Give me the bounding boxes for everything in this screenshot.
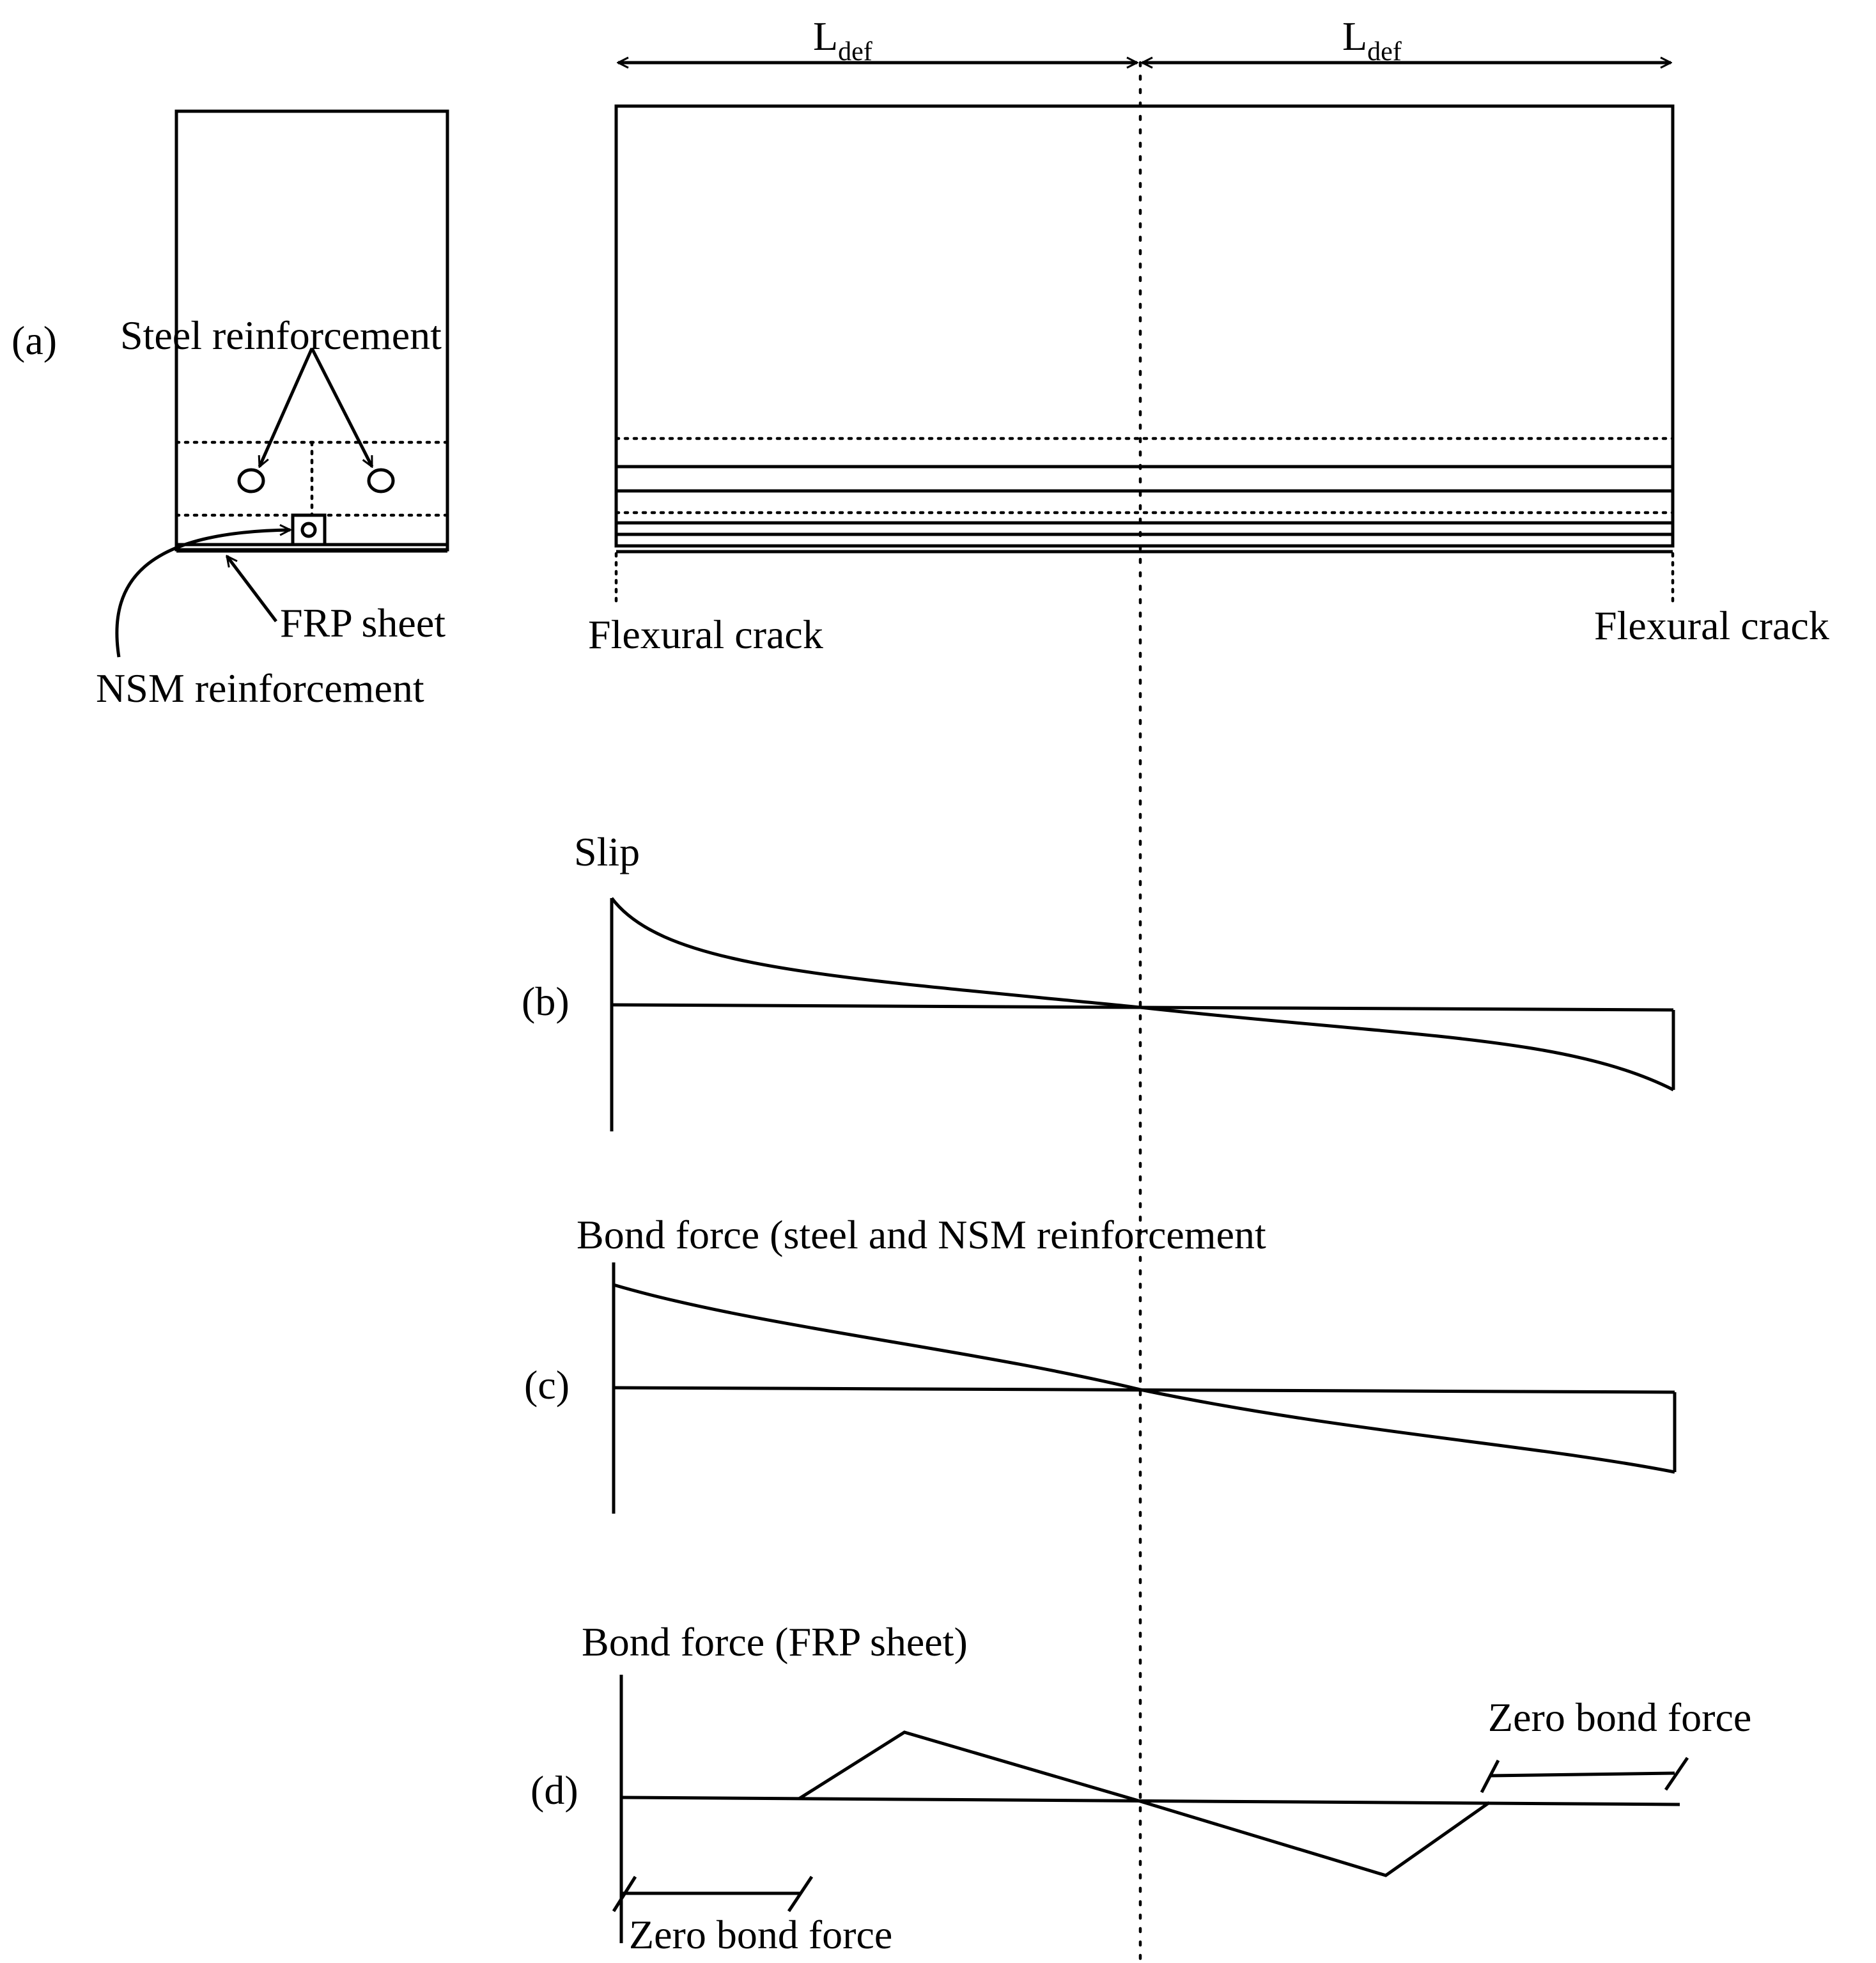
- nsm-groove: [291, 513, 327, 547]
- bond-c-curve-left: [613, 1283, 1141, 1392]
- bond-c-curve-right: [1140, 1388, 1675, 1474]
- label-nsm-reinforcement: NSM reinforcement: [96, 665, 424, 711]
- ldef-right-sub: def: [1367, 37, 1402, 66]
- bond-frp-diagram: [612, 1675, 1689, 1943]
- label-part-b: (b): [522, 979, 570, 1024]
- steel-arrow-right: [310, 347, 374, 467]
- nsm-arrow: [115, 530, 290, 658]
- zero-force-right-bar: [1489, 1771, 1675, 1778]
- label-steel-reinforcement: Steel reinforcement: [120, 313, 442, 358]
- label-zero-bond-left: Zero bond force: [629, 1912, 892, 1957]
- label-zero-bond-right: Zero bond force: [1488, 1695, 1751, 1740]
- steel-bar-left: [237, 468, 265, 493]
- zero-force-left-tick-a: [612, 1875, 637, 1913]
- frp-arrow: [227, 556, 277, 623]
- bond-d-profile: [798, 1730, 1491, 1877]
- label-part-c: (c): [524, 1362, 570, 1408]
- ldef-left-sub: def: [838, 37, 872, 66]
- label-bond-frp: Bond force (FRP sheet): [582, 1619, 968, 1664]
- label-ldef-left: Ldef: [813, 13, 872, 66]
- label-slip: Slip: [574, 829, 640, 874]
- zero-force-left-tick-b: [787, 1875, 814, 1913]
- nsm-bar: [300, 522, 317, 538]
- beam-outline: [614, 104, 1675, 548]
- label-bond-steel-nsm: Bond force (steel and NSM reinforcement: [577, 1212, 1266, 1257]
- slip-diagram: [610, 897, 1675, 1131]
- ldef-left-main: L: [813, 13, 838, 59]
- label-flexural-crack-left: Flexural crack: [588, 612, 823, 657]
- steel-bar-right: [367, 468, 395, 493]
- steel-arrow-left: [260, 347, 314, 467]
- label-part-d: (d): [531, 1767, 578, 1813]
- slip-curve-left: [610, 897, 1141, 1009]
- ldef-right-main: L: [1342, 13, 1367, 59]
- label-part-a: (a): [12, 318, 57, 363]
- label-ldef-right: Ldef: [1342, 13, 1402, 66]
- beam-elevation: [614, 63, 1675, 608]
- bond-steel-nsm-diagram: [612, 1262, 1677, 1514]
- bond-d-baseline: [621, 1796, 1680, 1806]
- slip-curve-right: [1140, 1005, 1675, 1092]
- cross-section: [115, 109, 449, 658]
- label-frp-sheet: FRP sheet: [280, 600, 446, 646]
- label-flexural-crack-right: Flexural crack: [1594, 603, 1829, 648]
- zero-force-right-tick-a: [1480, 1759, 1500, 1794]
- zero-force-right-tick-b: [1664, 1757, 1689, 1791]
